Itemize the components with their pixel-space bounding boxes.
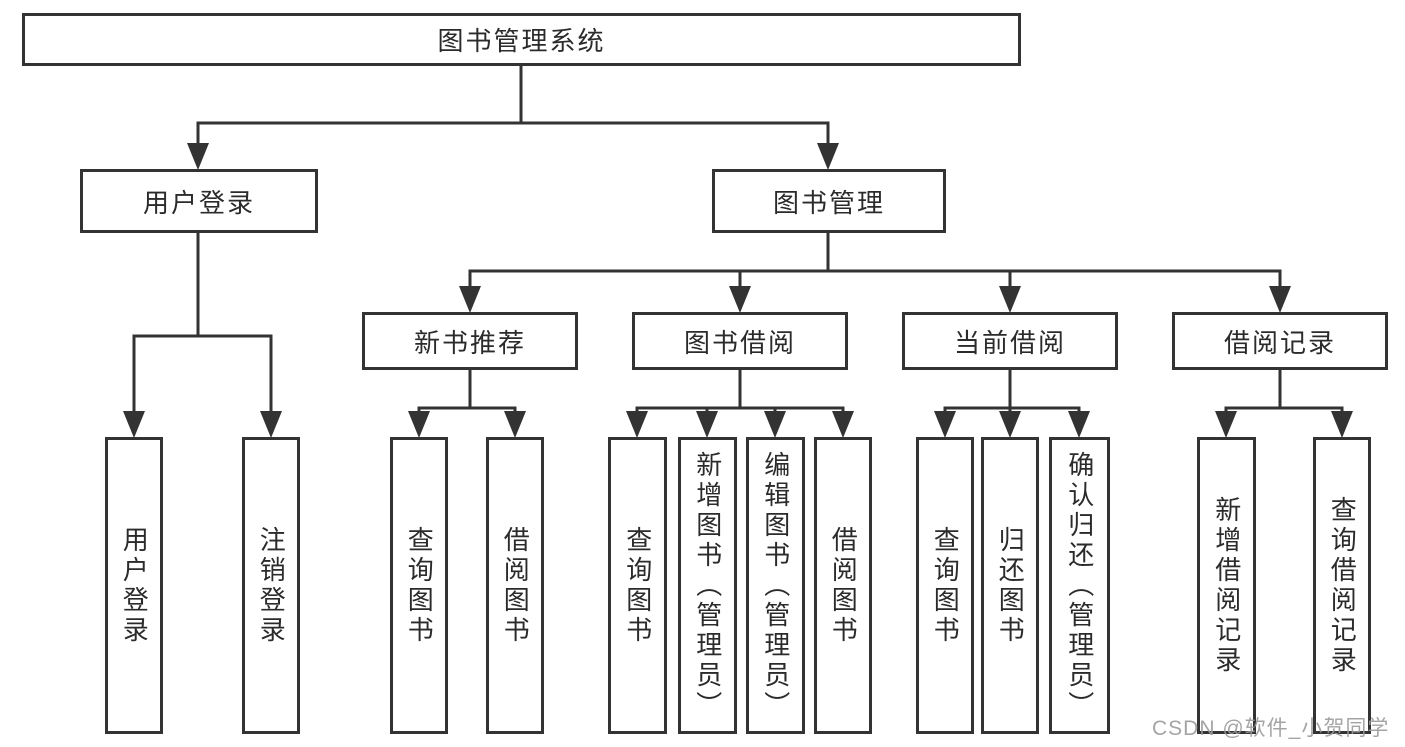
leaf-current-query-books: 查询图书 <box>916 437 974 734</box>
leaf-records-add-record: 新增借阅记录 <box>1197 437 1256 734</box>
node-user-login: 用户登录 <box>80 169 318 233</box>
watermark: CSDN @软件_小贺同学 <box>1152 717 1390 740</box>
leaf-label: 编辑图书（管理员） <box>760 450 791 721</box>
node-label: 借阅记录 <box>1223 327 1336 358</box>
leaf-borrowing-borrow-books: 借阅图书 <box>814 437 872 734</box>
connector-borrowing-split <box>635 406 845 418</box>
node-current-borrowing: 当前借阅 <box>902 312 1118 370</box>
leaf-label: 新增借阅记录 <box>1211 495 1242 676</box>
leaf-label: 确认归还（管理员） <box>1064 450 1095 721</box>
leaf-borrowing-add-books-admin: 新增图书（管理员） <box>678 437 737 734</box>
arrow-down-icon <box>729 286 751 313</box>
arrow-down-icon <box>999 286 1021 313</box>
node-label: 图书借阅 <box>683 327 796 358</box>
leaf-records-query-record: 查询借阅记录 <box>1313 437 1371 734</box>
connector-root-split <box>196 121 830 150</box>
node-label: 用户登录 <box>142 187 255 218</box>
arrow-down-icon <box>187 143 209 170</box>
arrow-down-icon <box>626 411 648 438</box>
node-label: 图书管理 <box>772 187 885 218</box>
leaf-current-confirm-return-admin: 确认归还（管理员） <box>1049 437 1110 734</box>
arrow-down-icon <box>696 411 718 438</box>
arrow-down-icon <box>999 411 1021 438</box>
leaf-label: 归还图书 <box>995 525 1026 646</box>
leaf-user-login: 用户登录 <box>105 437 163 734</box>
arrow-down-icon <box>832 411 854 438</box>
leaf-label: 查询图书 <box>930 525 961 646</box>
arrow-down-icon <box>1269 286 1291 313</box>
node-label: 图书管理系统 <box>437 26 606 56</box>
connector-userlogin-split <box>132 334 273 418</box>
arrow-down-icon <box>504 411 526 438</box>
arrow-down-icon <box>1068 411 1090 438</box>
leaf-borrowing-query-books: 查询图书 <box>608 437 667 734</box>
arrow-down-icon <box>764 411 786 438</box>
leaf-label: 注销登录 <box>256 525 287 646</box>
node-label: 新书推荐 <box>413 327 526 358</box>
leaf-newbook-borrow-books: 借阅图书 <box>486 437 544 734</box>
leaf-label: 借阅图书 <box>500 525 531 646</box>
arrow-down-icon <box>408 411 430 438</box>
arrow-down-icon <box>123 411 145 438</box>
leaf-label: 查询借阅记录 <box>1327 495 1358 676</box>
leaf-label: 用户登录 <box>119 525 150 646</box>
arrow-down-icon <box>459 286 481 313</box>
node-new-book-recommendation: 新书推荐 <box>362 312 578 370</box>
connector-records-split <box>1224 406 1344 418</box>
node-book-borrowing: 图书借阅 <box>632 312 848 370</box>
connector-current-split <box>943 406 1081 418</box>
leaf-label: 查询图书 <box>622 525 653 646</box>
connector-newbook-split <box>417 406 517 418</box>
arrow-down-icon <box>817 143 839 170</box>
node-book-management: 图书管理 <box>712 169 946 233</box>
leaf-label: 新增图书（管理员） <box>692 450 723 721</box>
arrow-down-icon <box>934 411 956 438</box>
node-library-management-system: 图书管理系统 <box>22 13 1021 66</box>
leaf-label: 借阅图书 <box>828 525 859 646</box>
leaf-current-return-books: 归还图书 <box>981 437 1039 734</box>
leaf-newbook-query-books: 查询图书 <box>390 437 448 734</box>
arrow-down-icon <box>1331 411 1353 438</box>
leaf-label: 查询图书 <box>404 525 435 646</box>
arrow-down-icon <box>260 411 282 438</box>
node-label: 当前借阅 <box>953 327 1066 358</box>
leaf-borrowing-edit-books-admin: 编辑图书（管理员） <box>746 437 805 734</box>
connector-bookmgmt-split <box>468 269 1282 293</box>
leaf-logout: 注销登录 <box>242 437 300 734</box>
arrow-down-icon <box>1215 411 1237 438</box>
node-borrowing-records: 借阅记录 <box>1172 312 1388 370</box>
